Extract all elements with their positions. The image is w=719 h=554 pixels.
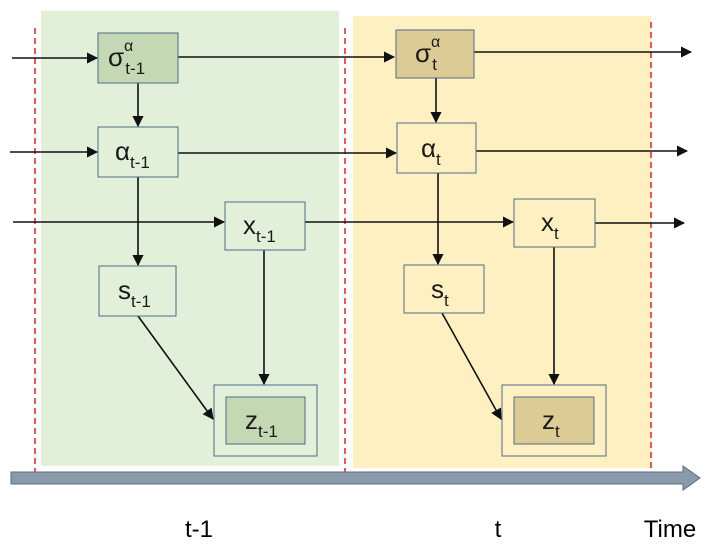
node-sigma-curr-sup: α (431, 34, 440, 51)
node-s-curr: st (403, 264, 485, 314)
node-s-curr-base: s (431, 274, 444, 304)
svg-text:αt: αt (421, 133, 441, 169)
svg-text:xt-1: xt-1 (243, 210, 276, 246)
node-x-curr-sub: t (554, 224, 559, 243)
svg-text:zt-1: zt-1 (245, 405, 278, 441)
node-x-prev-base: x (243, 210, 256, 240)
node-s-prev: st-1 (98, 265, 177, 317)
svg-text:αt-1: αt-1 (115, 136, 150, 172)
node-s-curr-sub: t (444, 291, 449, 310)
edge-s-curr-z-curr (441, 312, 502, 420)
time-arrow (10, 465, 701, 491)
node-x-prev: xt-1 (224, 201, 306, 251)
svg-text:σαt: σαt (415, 34, 440, 74)
edge-s-prev-z-prev (137, 315, 214, 420)
time-axis-label: Time (644, 516, 696, 543)
svg-text:zt: zt (542, 405, 560, 441)
node-z-prev-base: z (245, 405, 258, 435)
node-alpha-prev-sub: t-1 (130, 153, 150, 172)
slice-label-curr: t (495, 516, 502, 543)
node-sigma-prev-sup: α (124, 38, 133, 55)
node-alpha-curr-base: α (421, 133, 436, 163)
node-s-prev-sub: t-1 (131, 292, 151, 311)
svg-text:st-1: st-1 (118, 275, 151, 311)
node-alpha-prev: αt-1 (97, 126, 179, 178)
node-alpha-curr-sub: t (436, 150, 441, 169)
node-sigma-curr-base: σ (415, 38, 431, 68)
svg-text:σαt-1: σα t-1 (108, 38, 145, 78)
node-z-curr-base: z (542, 405, 555, 435)
node-alpha-prev-base: α (115, 136, 130, 166)
edges (10, 46, 693, 420)
svg-text:xt: xt (541, 207, 559, 243)
node-sigma-prev-base: σ (108, 42, 124, 72)
node-x-curr: xt (513, 198, 596, 248)
node-sigma-prev-sub: t-1 (125, 59, 145, 78)
svg-text:st: st (431, 274, 449, 310)
node-x-prev-sub: t-1 (256, 227, 276, 246)
node-z-prev: zt-1 (213, 384, 318, 457)
node-s-prev-base: s (118, 275, 131, 305)
node-x-curr-base: x (541, 207, 554, 237)
node-sigma-prev: σα t-1 (97, 32, 179, 84)
node-z-curr: zt (501, 384, 607, 457)
slice-label-prev: t-1 (185, 516, 213, 543)
node-z-prev-sub: t-1 (258, 422, 278, 441)
node-sigma-curr-sub: t (432, 55, 437, 74)
node-z-curr-sub: t (555, 422, 560, 441)
node-alpha-curr: αt (396, 122, 477, 174)
